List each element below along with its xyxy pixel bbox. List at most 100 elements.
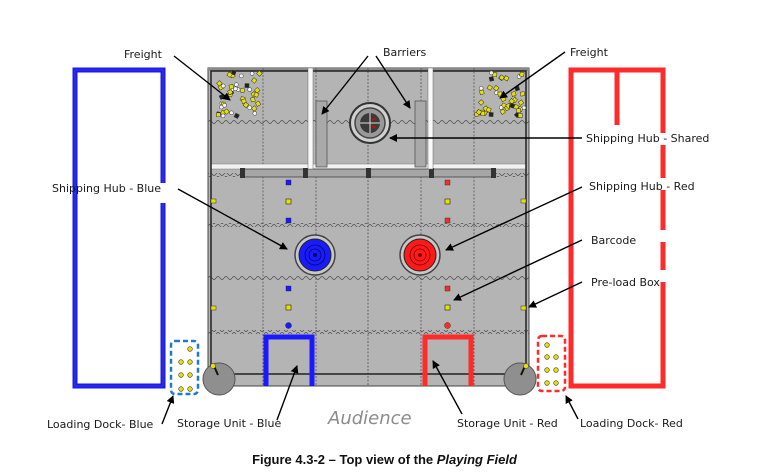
freight-item bbox=[178, 359, 184, 365]
label-barcode: Barcode bbox=[591, 234, 636, 247]
leader-hub-blue bbox=[177, 188, 288, 250]
freight-box bbox=[488, 112, 494, 117]
label-audience: Audience bbox=[327, 408, 412, 429]
freight-item bbox=[553, 354, 559, 360]
freight-box bbox=[250, 96, 256, 103]
freight-item bbox=[187, 372, 193, 378]
freight-box bbox=[498, 74, 505, 81]
freight-item bbox=[553, 380, 559, 386]
leader-barcode bbox=[453, 239, 583, 301]
figure-caption: Figure 4.3-2 – Top view of the Playing F… bbox=[0, 452, 769, 467]
freight-box bbox=[226, 71, 233, 78]
freight-ball bbox=[247, 105, 252, 110]
storage-unit-red bbox=[422, 334, 474, 386]
freight-ball bbox=[478, 86, 484, 91]
freight-ball bbox=[489, 70, 494, 76]
leader-preload bbox=[528, 281, 583, 308]
leader-dock-blue bbox=[161, 395, 175, 425]
freight-ball bbox=[521, 105, 527, 111]
freight-box bbox=[479, 89, 485, 95]
label-loading-dock-red: Loading Dock- Red bbox=[580, 417, 683, 430]
freight-box bbox=[223, 108, 230, 115]
freight-item bbox=[544, 342, 550, 348]
freight-box bbox=[486, 84, 493, 91]
label-storage-unit-red: Storage Unit - Red bbox=[457, 417, 558, 430]
shipping-hub-blue bbox=[294, 234, 336, 276]
freight-box bbox=[253, 91, 260, 98]
label-freight-left: Freight bbox=[124, 48, 163, 61]
freight-item bbox=[544, 367, 550, 373]
label-barriers: Barriers bbox=[383, 46, 426, 59]
freight-ball bbox=[233, 86, 238, 91]
freight-box bbox=[216, 112, 221, 118]
barcode-markers bbox=[285, 179, 451, 329]
leader-barriers-right bbox=[375, 55, 411, 109]
leader-storage-red bbox=[432, 360, 463, 415]
freight-box bbox=[485, 106, 492, 113]
freight-box bbox=[517, 113, 523, 118]
label-freight-right: Freight bbox=[570, 46, 609, 59]
label-shipping-hub-blue: Shipping Hub - Blue bbox=[52, 182, 161, 195]
freight-item bbox=[178, 386, 184, 392]
loading-dock-blue bbox=[169, 339, 200, 396]
freight-item bbox=[544, 354, 550, 360]
freight-box bbox=[503, 75, 510, 82]
shipping-hub-shared bbox=[349, 102, 391, 144]
carousel-red bbox=[503, 362, 537, 396]
loading-dock-red bbox=[536, 334, 567, 393]
freight-item bbox=[187, 346, 193, 352]
freight-ball bbox=[222, 103, 227, 108]
freight-box bbox=[497, 91, 503, 97]
barrier-right bbox=[427, 67, 434, 170]
freight-box bbox=[251, 77, 258, 84]
label-shipping-hub-red: Shipping Hub - Red bbox=[589, 180, 695, 193]
shipping-hub-red bbox=[399, 234, 441, 276]
freight-item bbox=[178, 372, 184, 378]
freight-ball bbox=[229, 110, 234, 116]
freight-box bbox=[477, 99, 485, 106]
leader-freight-left bbox=[173, 55, 231, 101]
label-loading-dock-blue: Loading Dock- Blue bbox=[47, 418, 154, 431]
leader-hub-red bbox=[445, 186, 583, 251]
freight-box bbox=[519, 71, 525, 78]
freight-box bbox=[256, 70, 263, 77]
freight-item bbox=[187, 386, 193, 392]
freight-ball bbox=[252, 111, 258, 116]
freight-ball bbox=[239, 73, 244, 79]
freight-box bbox=[254, 87, 261, 94]
freight-box bbox=[216, 80, 223, 87]
label-preload-box: Pre-load Box bbox=[591, 276, 660, 289]
leader-barriers-left bbox=[321, 55, 369, 115]
freight-ball bbox=[247, 87, 252, 92]
freight-box bbox=[488, 76, 495, 82]
freight-ball bbox=[498, 105, 504, 110]
label-storage-unit-blue: Storage Unit - Blue bbox=[177, 417, 281, 430]
leader-freight-right bbox=[499, 51, 566, 99]
alliance-station-blue bbox=[72, 67, 166, 389]
leader-dock-red bbox=[565, 395, 579, 420]
storage-unit-blue bbox=[263, 334, 315, 386]
freight-pile-left bbox=[215, 69, 263, 119]
freight-box bbox=[508, 97, 515, 105]
freight-box bbox=[516, 108, 521, 113]
freight-box bbox=[509, 102, 515, 109]
freight-item bbox=[553, 367, 559, 373]
caption-emphasis: Playing Field bbox=[436, 452, 517, 467]
freight-box bbox=[513, 103, 520, 111]
freight-box bbox=[475, 108, 483, 116]
caption-text: Figure 4.3-2 – Top view of the bbox=[252, 452, 437, 467]
freight-box bbox=[519, 91, 526, 97]
preload-boxes bbox=[210, 198, 527, 311]
freight-ball bbox=[220, 113, 226, 119]
leader-storage-blue bbox=[276, 365, 299, 421]
freight-box bbox=[254, 100, 262, 107]
freight-box bbox=[228, 84, 235, 90]
freight-box bbox=[480, 111, 486, 116]
freight-box bbox=[244, 83, 250, 88]
freight-box bbox=[493, 85, 500, 92]
freight-box bbox=[251, 105, 258, 112]
freight-box bbox=[499, 108, 506, 115]
freight-box bbox=[233, 112, 240, 119]
label-shipping-hub-shared: Shipping Hub - Shared bbox=[586, 132, 709, 145]
